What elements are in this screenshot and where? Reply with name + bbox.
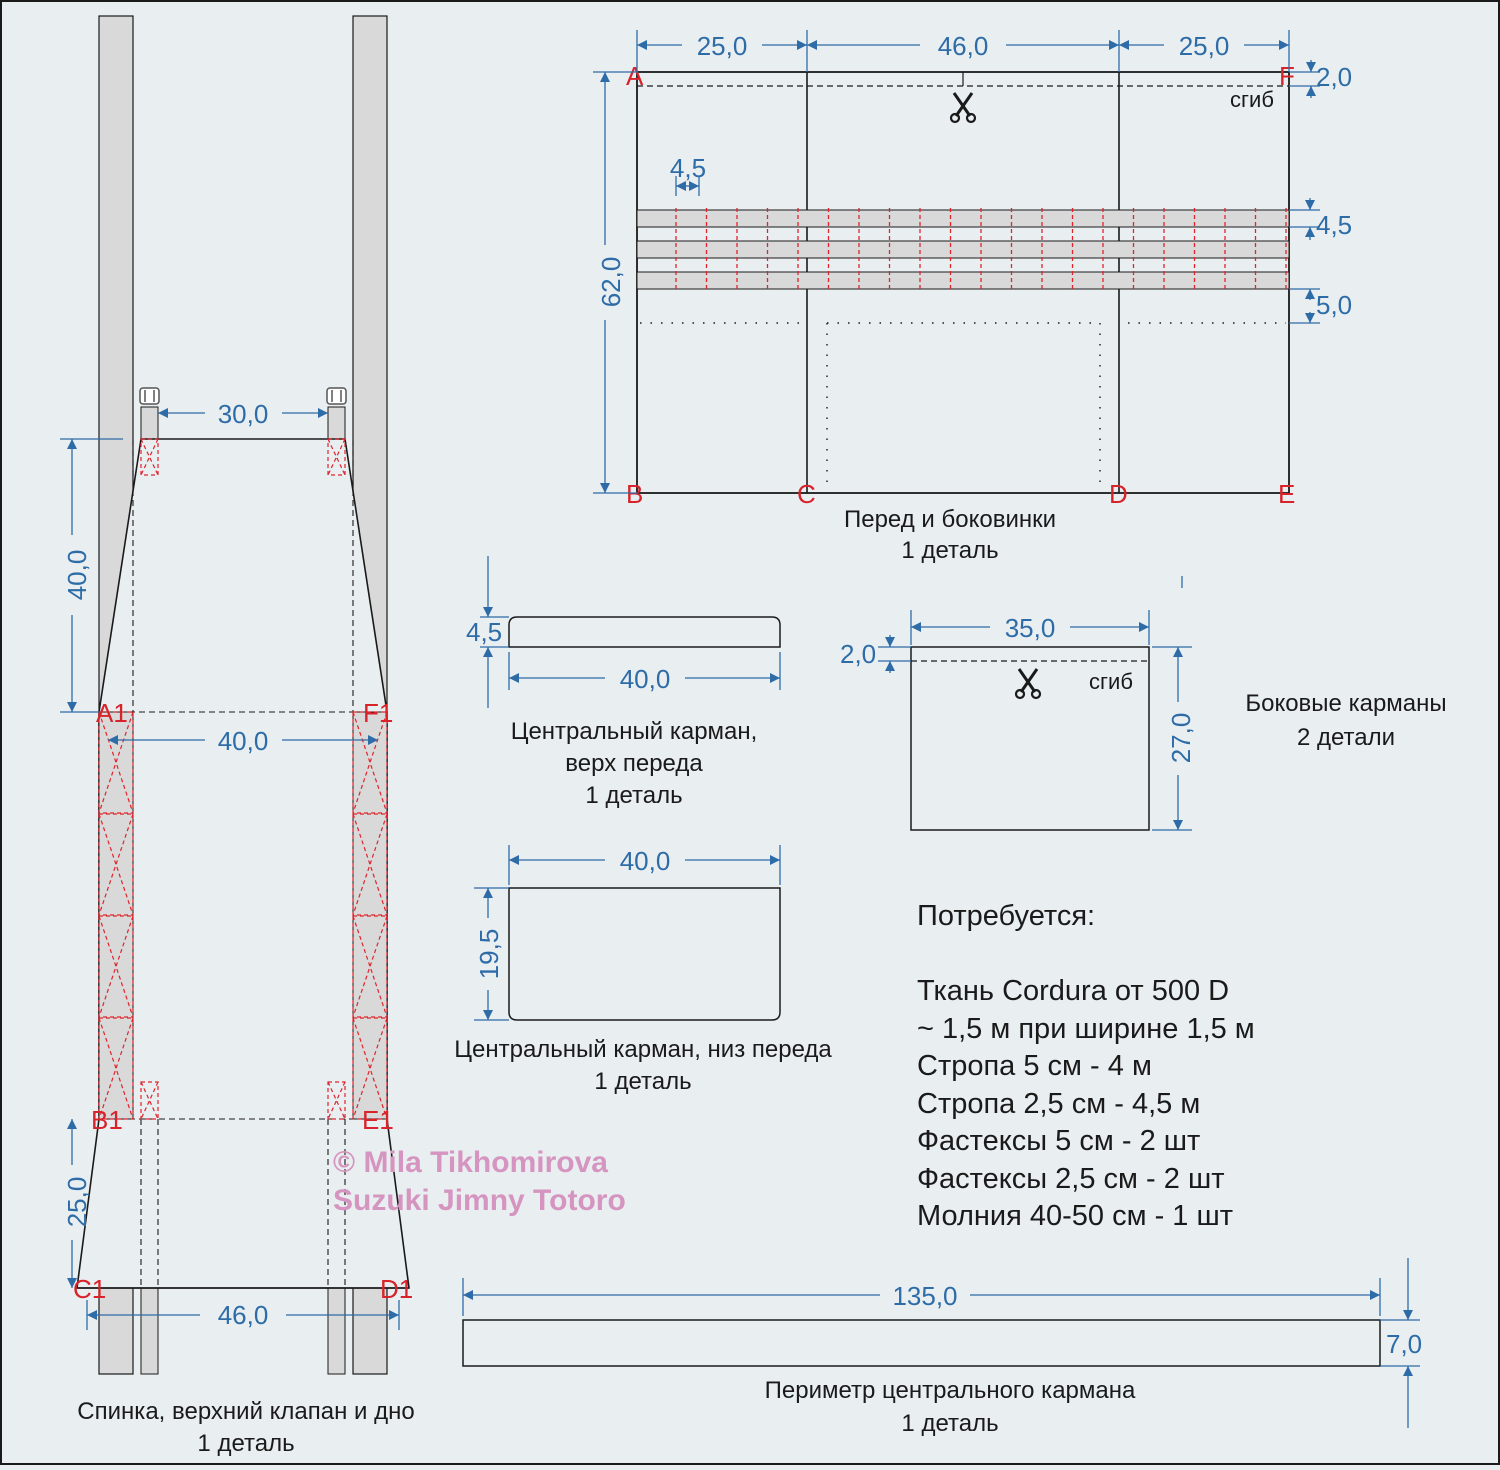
materials-heading: Потребуется:: [917, 900, 1095, 932]
stitch-box: [352, 813, 388, 916]
center-pocket-bottom: 40,0 19,5 Центральный карман, низ переда…: [454, 845, 832, 1095]
point-f: F: [1279, 61, 1295, 91]
side-pocket-caption-2: 2 детали: [1297, 724, 1395, 751]
material-item: ~ 1,5 м при ширине 1,5 м: [917, 1013, 1255, 1045]
pocket-top-height: 4,5: [466, 617, 502, 647]
scissors-icon: [1014, 668, 1042, 700]
pocket-placement-lines: [640, 322, 1286, 488]
material-item: Стропа 2,5 см - 4,5 м: [917, 1088, 1200, 1120]
back-middle-width: 40,0: [218, 726, 269, 756]
side-fold-label: сгиб: [1089, 669, 1133, 694]
side-pocket-height: 27,0: [1166, 713, 1196, 764]
point-f1: F1: [363, 698, 393, 728]
point-d: D: [1109, 479, 1128, 509]
material-item: Фастексы 5 см - 2 шт: [917, 1125, 1200, 1157]
back-lower-height: 25,0: [62, 1177, 92, 1228]
pocket-perimeter: 135,0 7,0 Периметр центрального кармана …: [462, 1258, 1422, 1437]
pocket-bottom-caption-2: 1 деталь: [594, 1068, 691, 1095]
stitch-box: [98, 813, 134, 916]
watermark-project: Suzuki Jimny Totoro: [333, 1184, 626, 1217]
point-d1: D1: [380, 1274, 413, 1304]
perimeter-height: 7,0: [1386, 1329, 1422, 1359]
back-top-width: 30,0: [218, 399, 269, 429]
stitch-box: [140, 438, 159, 476]
front-left-width: 25,0: [697, 31, 748, 61]
back-caption-title: Спинка, верхний клапан и дно: [77, 1398, 414, 1425]
side-pocket-width: 35,0: [1005, 613, 1056, 643]
stitch-box: [327, 438, 346, 476]
material-item: Молния 40-50 см - 1 шт: [917, 1200, 1233, 1232]
stitch-box: [352, 1017, 388, 1120]
pocket-top-caption-3: 1 деталь: [585, 782, 682, 809]
stitch-box: [140, 1081, 159, 1120]
stitch-box: [98, 1017, 134, 1120]
watermark-author: © Mila Tikhomirova: [333, 1146, 608, 1179]
point-c: C: [797, 479, 816, 509]
point-a: A: [626, 61, 644, 91]
buckle-icon: [326, 387, 347, 405]
pocket-top-width: 40,0: [620, 664, 671, 694]
materials-list: Потребуется: Ткань Cordura от 500 D ~ 1,…: [917, 900, 1255, 1232]
back-bottom-width: 46,0: [218, 1300, 269, 1330]
stitch-box: [352, 711, 388, 814]
point-a1: A1: [96, 698, 128, 728]
stitch-box: [352, 915, 388, 1018]
stitch-box: [327, 1081, 346, 1120]
front-right-width: 25,0: [1179, 31, 1230, 61]
pocket-top-caption-2: верх переда: [565, 750, 703, 777]
perimeter-length: 135,0: [892, 1281, 957, 1311]
pocket-bottom-height: 19,5: [474, 929, 504, 980]
side-pocket-caption-1: Боковые карманы: [1245, 690, 1446, 717]
back-piece: A1 F1 B1 E1 C1 D1 30,0 40,0 40,0 2: [60, 15, 415, 1457]
loop-width-dim: 4,5: [670, 153, 706, 183]
side-pocket-fold-dim: 2,0: [840, 639, 876, 669]
center-pocket-top: 4,5 40,0 Центральный карман, верх переда…: [466, 556, 781, 809]
perimeter-caption-1: Периметр центрального кармана: [765, 1377, 1136, 1404]
point-e: E: [1278, 479, 1295, 509]
front-middle-width: 46,0: [938, 31, 989, 61]
pocket-top-caption-1: Центральный карман,: [511, 718, 758, 745]
pocket-bottom-caption-1: Центральный карман, низ переда: [454, 1036, 832, 1063]
front-caption-title: Перед и боковинки: [844, 506, 1056, 533]
strap-width-dim: 4,5: [1316, 210, 1352, 240]
point-c1: C1: [73, 1274, 106, 1304]
point-b: B: [626, 479, 643, 509]
scissors-icon: [949, 92, 977, 124]
front-straps: [636, 208, 1290, 292]
front-fold-dim: 2,0: [1316, 62, 1352, 92]
material-item: Стропа 5 см - 4 м: [917, 1050, 1152, 1082]
pocket-bottom-width: 40,0: [620, 846, 671, 876]
back-caption-count: 1 деталь: [197, 1430, 294, 1457]
front-caption-count: 1 деталь: [901, 537, 998, 564]
material-item: Фастексы 2,5 см - 2 шт: [917, 1163, 1225, 1195]
point-e1: E1: [362, 1105, 394, 1135]
front-piece: сгиб A F B C D E 25,0 46,0 25,0: [593, 30, 1352, 564]
back-upper-height: 40,0: [62, 550, 92, 601]
front-height: 62,0: [596, 257, 626, 308]
material-item: Ткань Cordura от 500 D: [917, 975, 1229, 1007]
stitch-box: [98, 711, 134, 814]
buckle-icon: [139, 387, 160, 405]
stitch-box: [98, 915, 134, 1018]
perimeter-caption-2: 1 деталь: [901, 1410, 998, 1437]
strap-gap-dim: 5,0: [1316, 290, 1352, 320]
fold-label: сгиб: [1230, 87, 1274, 112]
side-pockets: сгиб 35,0 2,0 27,0 Боковые карманы 2 дет…: [840, 576, 1447, 831]
point-b1: B1: [91, 1105, 123, 1135]
